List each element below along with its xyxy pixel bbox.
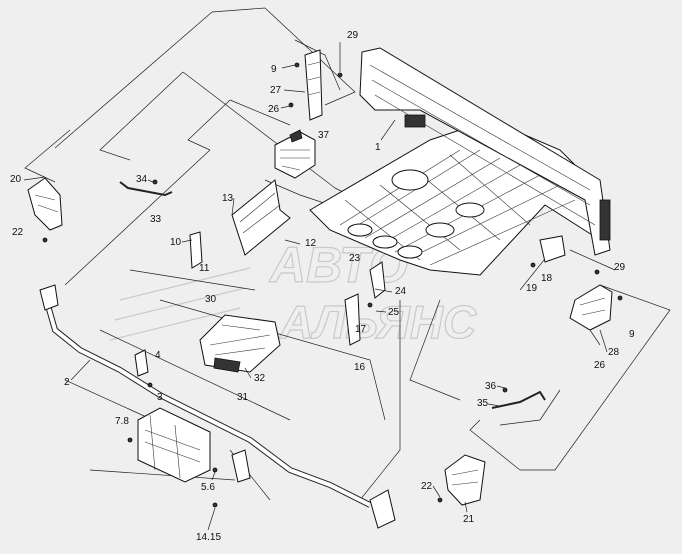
callout-1: 1 <box>375 142 381 153</box>
callout-13: 13 <box>222 193 234 204</box>
exhaust-pipe-2 <box>39 284 396 529</box>
bracket-23 <box>369 261 386 299</box>
callouts: 29 9 27 26 37 1 20 34 33 22 13 10 11 12 … <box>10 30 635 543</box>
bracket-17 <box>344 293 361 346</box>
callout-9: 9 <box>271 64 277 75</box>
leader-lines <box>24 7 671 501</box>
bracket-27 <box>304 49 323 121</box>
callout-23: 23 <box>349 253 361 264</box>
watermark-logo <box>109 267 251 341</box>
rod-33 <box>119 181 173 197</box>
bracket-56 <box>231 449 251 483</box>
callout-30: 30 <box>205 294 217 305</box>
callout-28: 28 <box>608 347 620 358</box>
callout-17: 17 <box>355 324 367 335</box>
callout-18: 18 <box>541 273 553 284</box>
callout-7-8: 7.8 <box>115 416 129 427</box>
callout-3: 3 <box>157 392 163 403</box>
callout-26b: 26 <box>594 360 606 371</box>
callout-20: 20 <box>10 174 22 185</box>
callout-22: 22 <box>12 227 24 238</box>
callout-12: 12 <box>305 238 317 249</box>
frame-78 <box>137 407 211 483</box>
bracket-28 <box>569 284 613 331</box>
watermark-line2: АЛЬЯНС <box>279 296 477 348</box>
callout-33: 33 <box>150 214 162 225</box>
bracket-20 <box>27 177 63 231</box>
tray-30 <box>199 314 281 373</box>
callout-29: 29 <box>347 30 359 41</box>
callout-25: 25 <box>388 307 400 318</box>
callout-27: 27 <box>270 85 282 96</box>
callout-24: 24 <box>395 286 407 297</box>
callout-29b: 29 <box>614 262 626 273</box>
callout-14-15: 14.15 <box>196 532 221 543</box>
callout-2: 2 <box>64 377 70 388</box>
rod-35 <box>491 390 546 409</box>
callout-ticks <box>23 42 608 531</box>
callout-16: 16 <box>354 362 366 373</box>
bracket-21 <box>444 454 486 506</box>
callout-10: 10 <box>170 237 182 248</box>
callout-36: 36 <box>485 381 497 392</box>
callout-9b: 9 <box>629 329 635 340</box>
callout-31: 31 <box>237 392 249 403</box>
plate-13 <box>231 179 291 256</box>
callout-26: 26 <box>268 104 280 115</box>
callout-35: 35 <box>477 398 489 409</box>
bracket-37 <box>274 129 316 179</box>
callout-37: 37 <box>318 130 330 141</box>
callout-5-6: 5.6 <box>201 482 215 493</box>
bracket-4 <box>134 349 149 377</box>
bracket-10 <box>189 231 203 269</box>
callout-11: 11 <box>199 263 210 274</box>
callout-32: 32 <box>254 373 266 384</box>
callout-4: 4 <box>155 350 161 361</box>
callout-34: 34 <box>136 174 148 185</box>
bracket-18 <box>539 235 566 263</box>
rear-crossmember <box>359 47 611 256</box>
callout-19: 19 <box>526 283 538 294</box>
callout-21: 21 <box>463 514 475 525</box>
callout-22b: 22 <box>421 481 433 492</box>
